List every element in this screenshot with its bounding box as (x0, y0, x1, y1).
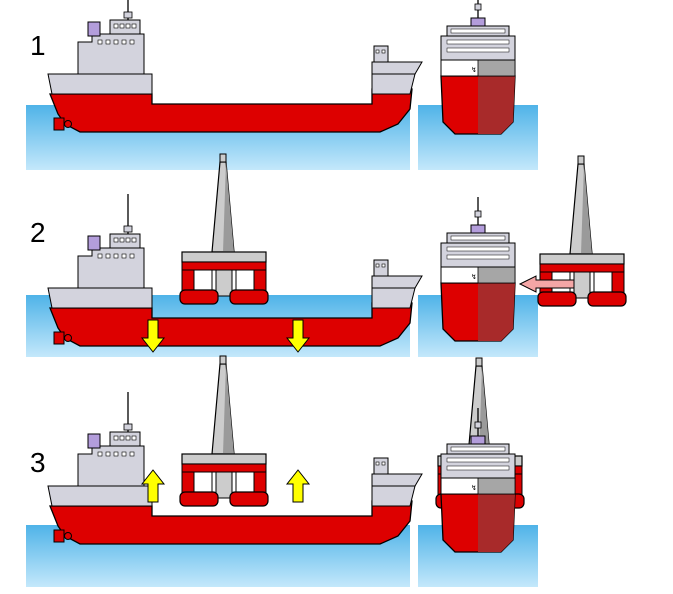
pink-left-arrow-icon (518, 275, 575, 293)
ship-front-view-1 (440, 0, 516, 135)
rig-side-view-2 (179, 153, 269, 305)
row-1: 1 (26, 0, 538, 170)
yellow-up-arrow-icon (286, 469, 310, 503)
ship-front-view-2 (440, 196, 516, 342)
step-label-1: 1 (30, 30, 46, 61)
rig-side-view-3 (179, 355, 269, 507)
step-label-3: 3 (30, 447, 46, 478)
row-3: 3 (26, 355, 538, 587)
ship-front-view-3 (440, 407, 516, 553)
step-label-2: 2 (30, 217, 46, 248)
row-2: 2 (26, 153, 627, 357)
ship-side-view-1 (47, 0, 423, 133)
